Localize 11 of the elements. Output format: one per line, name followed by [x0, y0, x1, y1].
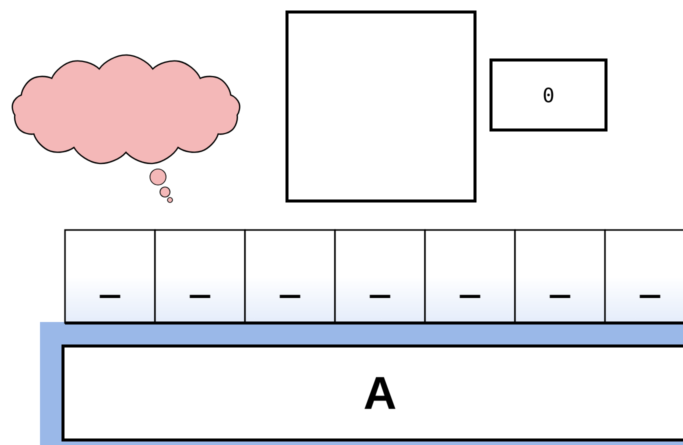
guess-box: A — [62, 344, 683, 442]
letter-cell: _ — [334, 229, 426, 324]
thought-cloud — [12, 54, 240, 203]
drawing-box — [286, 10, 476, 202]
counter-box: 0 — [490, 58, 608, 132]
letter-cell: _ — [64, 229, 156, 324]
letter-cell: _ — [154, 229, 246, 324]
letter-cell: _ — [244, 229, 336, 324]
letter-cell: _ — [514, 229, 606, 324]
letter-cell: _ — [604, 229, 683, 324]
letter-cell: _ — [424, 229, 516, 324]
